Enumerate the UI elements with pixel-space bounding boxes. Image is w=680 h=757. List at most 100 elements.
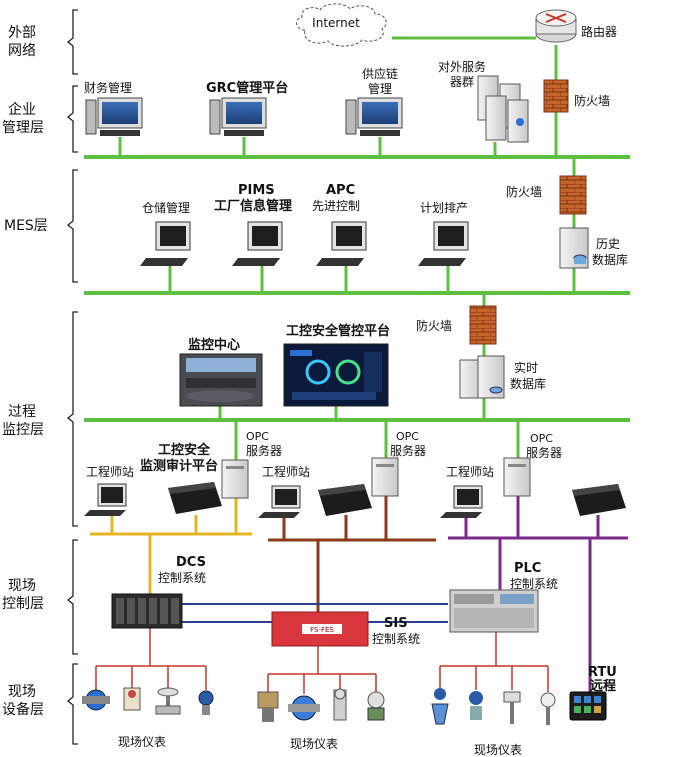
engineer-station-label-2: 工程师站 xyxy=(262,464,310,479)
flow-meter-icon xyxy=(82,689,110,711)
field-instruments-group-3 xyxy=(431,688,556,725)
opc-server-1-icon xyxy=(221,459,249,499)
grc-pc-icon xyxy=(209,97,267,136)
layer-label-mes: MES层 xyxy=(4,218,48,234)
audit-platform-label-2: 监测审计平台 xyxy=(140,458,218,474)
opc-label-3a: OPC xyxy=(530,432,553,445)
pims-pc-icon xyxy=(232,221,283,266)
server-cluster-label-1: 对外服务 xyxy=(438,59,486,74)
field-instruments-label-3: 现场仪表 xyxy=(474,743,522,757)
rtu-remote-icon xyxy=(569,691,607,721)
apc-label-1: APC xyxy=(326,183,355,198)
monitor-center-image xyxy=(179,353,263,407)
pims-label-1: PIMS xyxy=(238,183,275,198)
guided-wave-icon xyxy=(503,691,521,724)
opc-label-2b: 服务器 xyxy=(390,443,426,458)
rtu-label-2: 远程 xyxy=(590,679,616,694)
field-instruments-label-2: 现场仪表 xyxy=(290,737,338,751)
opc-label-3b: 服务器 xyxy=(526,445,562,460)
sis-label-2: 控制系统 xyxy=(372,632,420,646)
field-instruments-label-1: 现场仪表 xyxy=(118,735,166,749)
internet-label: Internet xyxy=(312,16,360,30)
transmitter-icon xyxy=(123,687,141,711)
history-db-label-2: 数据库 xyxy=(592,252,628,267)
opc-label-1a: OPC xyxy=(246,430,269,443)
finance-label: 财务管理 xyxy=(84,80,132,95)
connection-lines xyxy=(84,36,630,694)
realtime-db-label-1: 实时 xyxy=(514,360,538,375)
engineer-station-label-1: 工程师站 xyxy=(86,464,134,479)
finance-pc-icon xyxy=(85,97,143,136)
thermometer-icon xyxy=(540,692,556,725)
warehouse-pc-icon xyxy=(140,221,191,266)
flow-transmitter-icon xyxy=(469,691,483,720)
magnetic-flow-meter-icon xyxy=(288,695,320,721)
apc-pc-icon xyxy=(316,221,367,266)
internet-cloud: Internet xyxy=(296,3,387,47)
layer-labels: 外部 网络 企业 管理层 MES层 过程 监控层 现场 控制层 现场 设备层 xyxy=(2,25,48,718)
opc-label-1b: 服务器 xyxy=(246,443,282,458)
server-cluster-icon xyxy=(477,75,529,143)
radar-level-icon xyxy=(431,688,449,725)
firewall-enterprise-icon xyxy=(543,79,569,113)
valve-actuator-icon xyxy=(257,691,279,722)
firewall-mes-icon xyxy=(559,175,587,215)
engineer-station-3-icon xyxy=(440,485,483,518)
layer-label-external-1: 外部 xyxy=(8,25,36,41)
field-instruments-group-2 xyxy=(257,688,385,722)
engineer-station-1-icon xyxy=(84,483,127,516)
firewall-mes-label: 防火墙 xyxy=(506,184,542,199)
history-db-server-icon xyxy=(559,227,589,269)
grc-label: GRC管理平台 xyxy=(206,80,288,96)
monitor-center-label: 监控中心 xyxy=(188,337,240,353)
dp-transmitter-icon xyxy=(367,691,385,721)
level-transmitter-icon xyxy=(333,688,347,721)
audit-platform-label-1: 工控安全 xyxy=(158,442,211,458)
opc-label-2a: OPC xyxy=(396,430,419,443)
sis-panel-text: FS-FES xyxy=(310,626,334,634)
sis-controller-icon: FS-FES xyxy=(271,611,369,647)
rtu-label-1: RTU xyxy=(588,665,617,680)
opc-server-3-icon xyxy=(503,457,531,497)
server-cluster-label-2: 器群 xyxy=(450,75,474,89)
engineer-station-label-3: 工程师站 xyxy=(446,464,494,479)
router-label: 路由器 xyxy=(581,24,617,39)
security-platform-screen xyxy=(283,343,389,407)
realtime-db-label-2: 数据库 xyxy=(510,376,546,391)
layer-label-enterprise-1: 企业 xyxy=(8,101,36,118)
supply-chain-label-2: 管理 xyxy=(368,81,392,96)
planning-pc-icon xyxy=(418,221,469,266)
layer-label-external-2: 网络 xyxy=(8,43,36,59)
pims-label-2: 工厂信息管理 xyxy=(214,198,292,214)
warehouse-label: 仓储管理 xyxy=(142,200,190,215)
dcs-label-1: DCS xyxy=(176,555,206,570)
audit-appliance-1-icon xyxy=(168,482,222,514)
router-icon xyxy=(535,9,577,43)
plc-label-2: 控制系统 xyxy=(510,577,558,591)
control-valve-icon xyxy=(155,687,181,715)
realtime-db-server-icon xyxy=(459,355,505,399)
plc-controller-icon xyxy=(449,589,539,633)
dcs-label-2: 控制系统 xyxy=(158,571,206,585)
layer-label-process-1: 过程 xyxy=(8,404,36,420)
layer-label-control-1: 现场 xyxy=(8,578,36,594)
apc-label-2: 先进控制 xyxy=(312,199,360,213)
field-instruments-group-1 xyxy=(82,687,214,715)
layer-label-control-2: 控制层 xyxy=(2,596,44,612)
pressure-transmitter-icon xyxy=(198,690,214,715)
layer-brackets xyxy=(66,9,78,745)
layer-label-device-1: 现场 xyxy=(8,684,36,700)
firewall-enterprise-label: 防火墙 xyxy=(574,93,610,108)
planning-label: 计划排产 xyxy=(420,201,468,215)
dcs-controller-icon xyxy=(111,593,183,629)
opc-server-2-icon xyxy=(371,457,399,497)
layer-label-device-2: 设备层 xyxy=(2,701,44,718)
supply-chain-pc-icon xyxy=(345,97,403,136)
firewall-process-label: 防火墙 xyxy=(416,318,452,333)
layer-label-enterprise-2: 管理层 xyxy=(2,120,44,136)
security-platform-label: 工控安全管控平台 xyxy=(286,323,390,339)
supply-chain-label-1: 供应链 xyxy=(362,66,398,81)
audit-appliance-3-icon xyxy=(572,484,626,516)
history-db-label-1: 历史 xyxy=(596,237,620,251)
